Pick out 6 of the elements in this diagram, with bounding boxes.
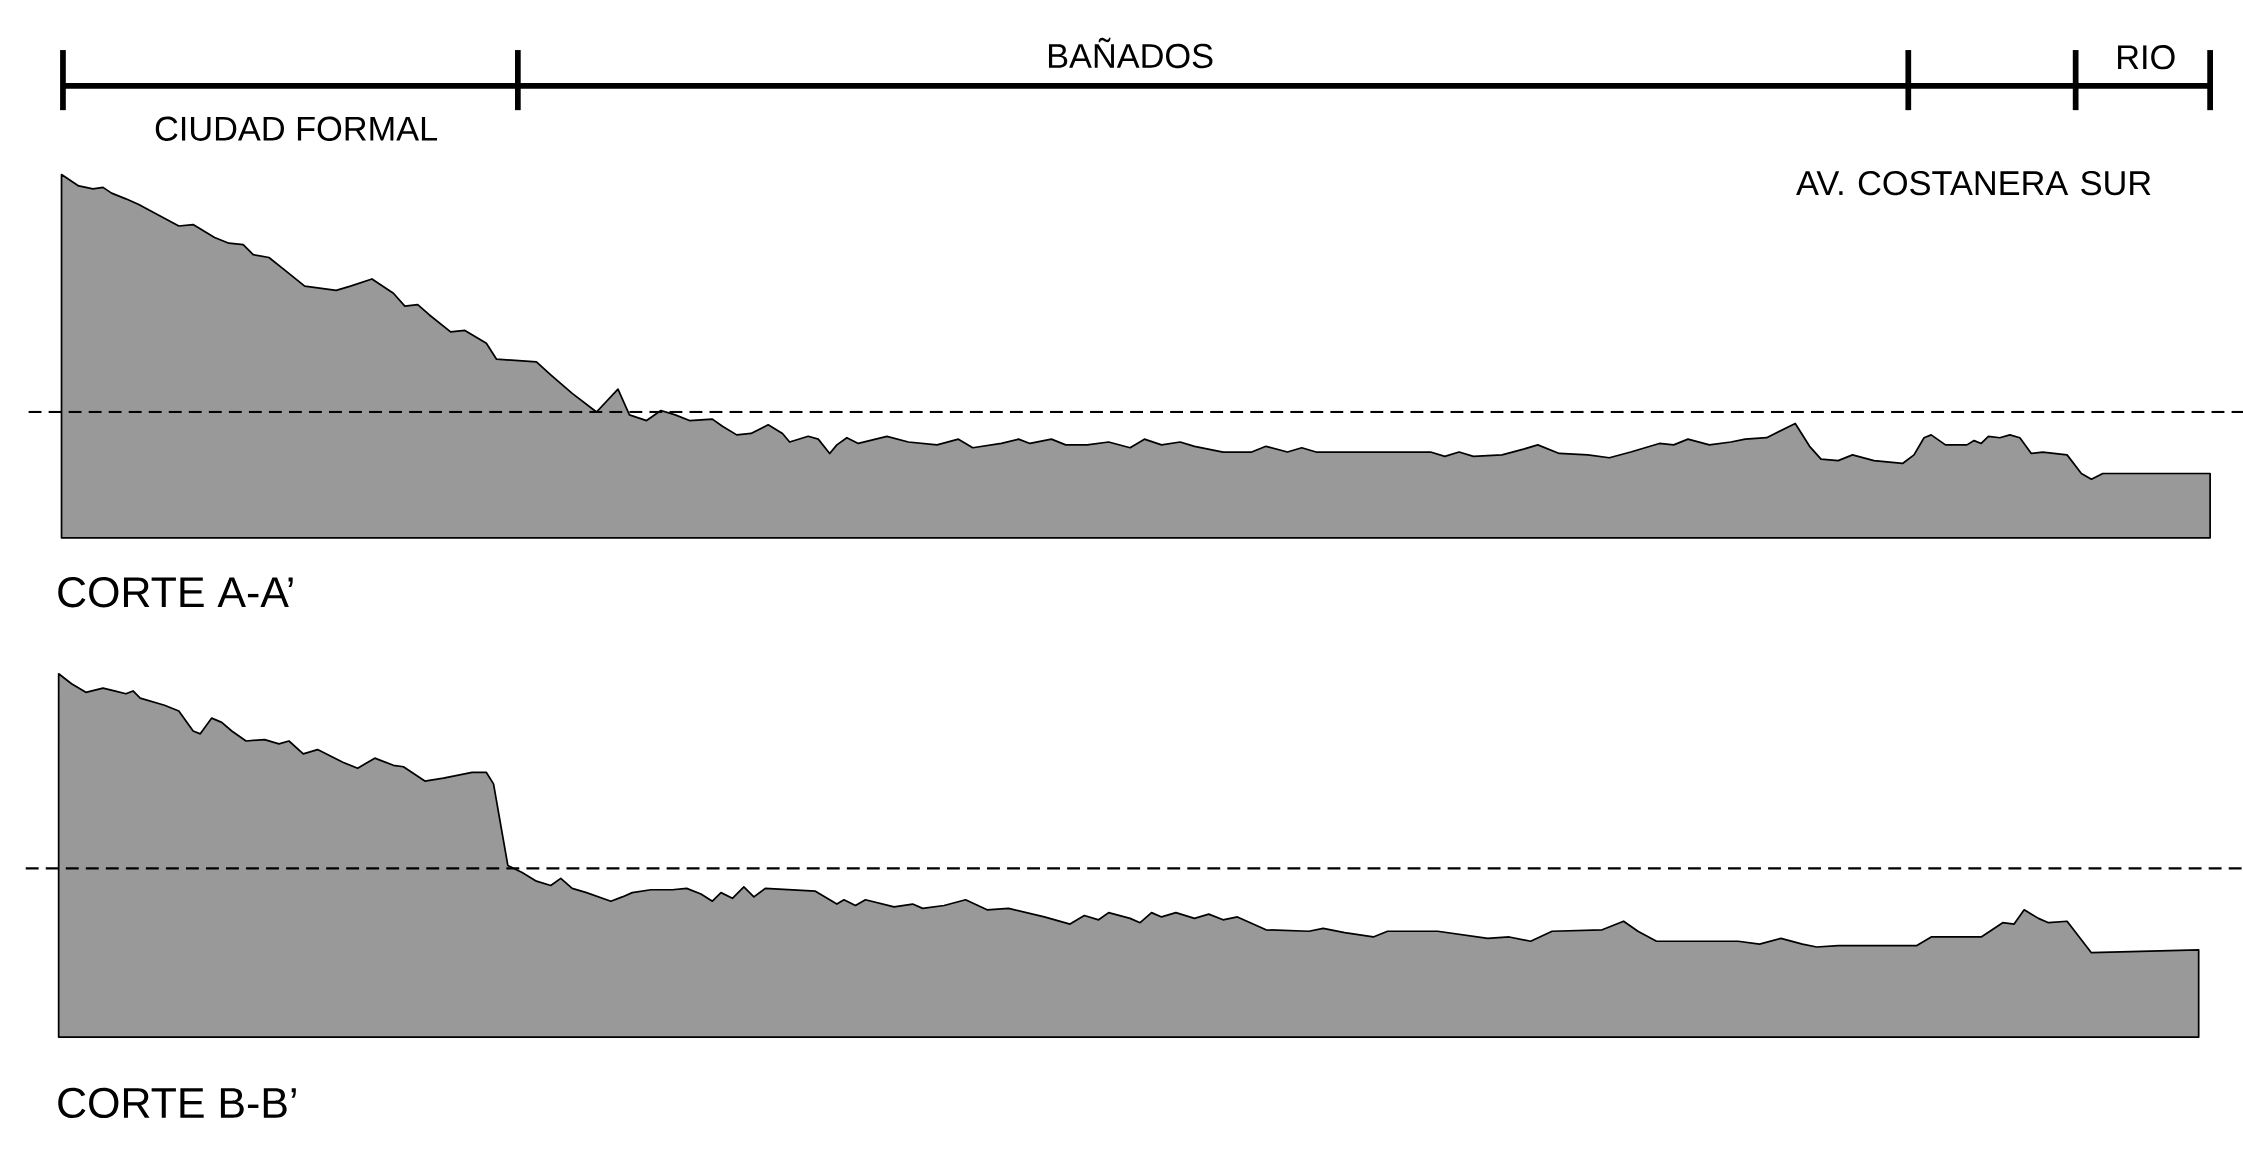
caption: CORTE A-A’: [58, 576, 293, 608]
section-label: BAÑADOS: [1049, 37, 1213, 69]
section-label: CIUDAD FORMAL: [155, 116, 438, 141]
caption: CORTE B-B’: [58, 1087, 296, 1118]
section-label: AV. COSTANERA SUR: [1796, 170, 2151, 196]
section-label: RIO: [2118, 44, 2175, 70]
